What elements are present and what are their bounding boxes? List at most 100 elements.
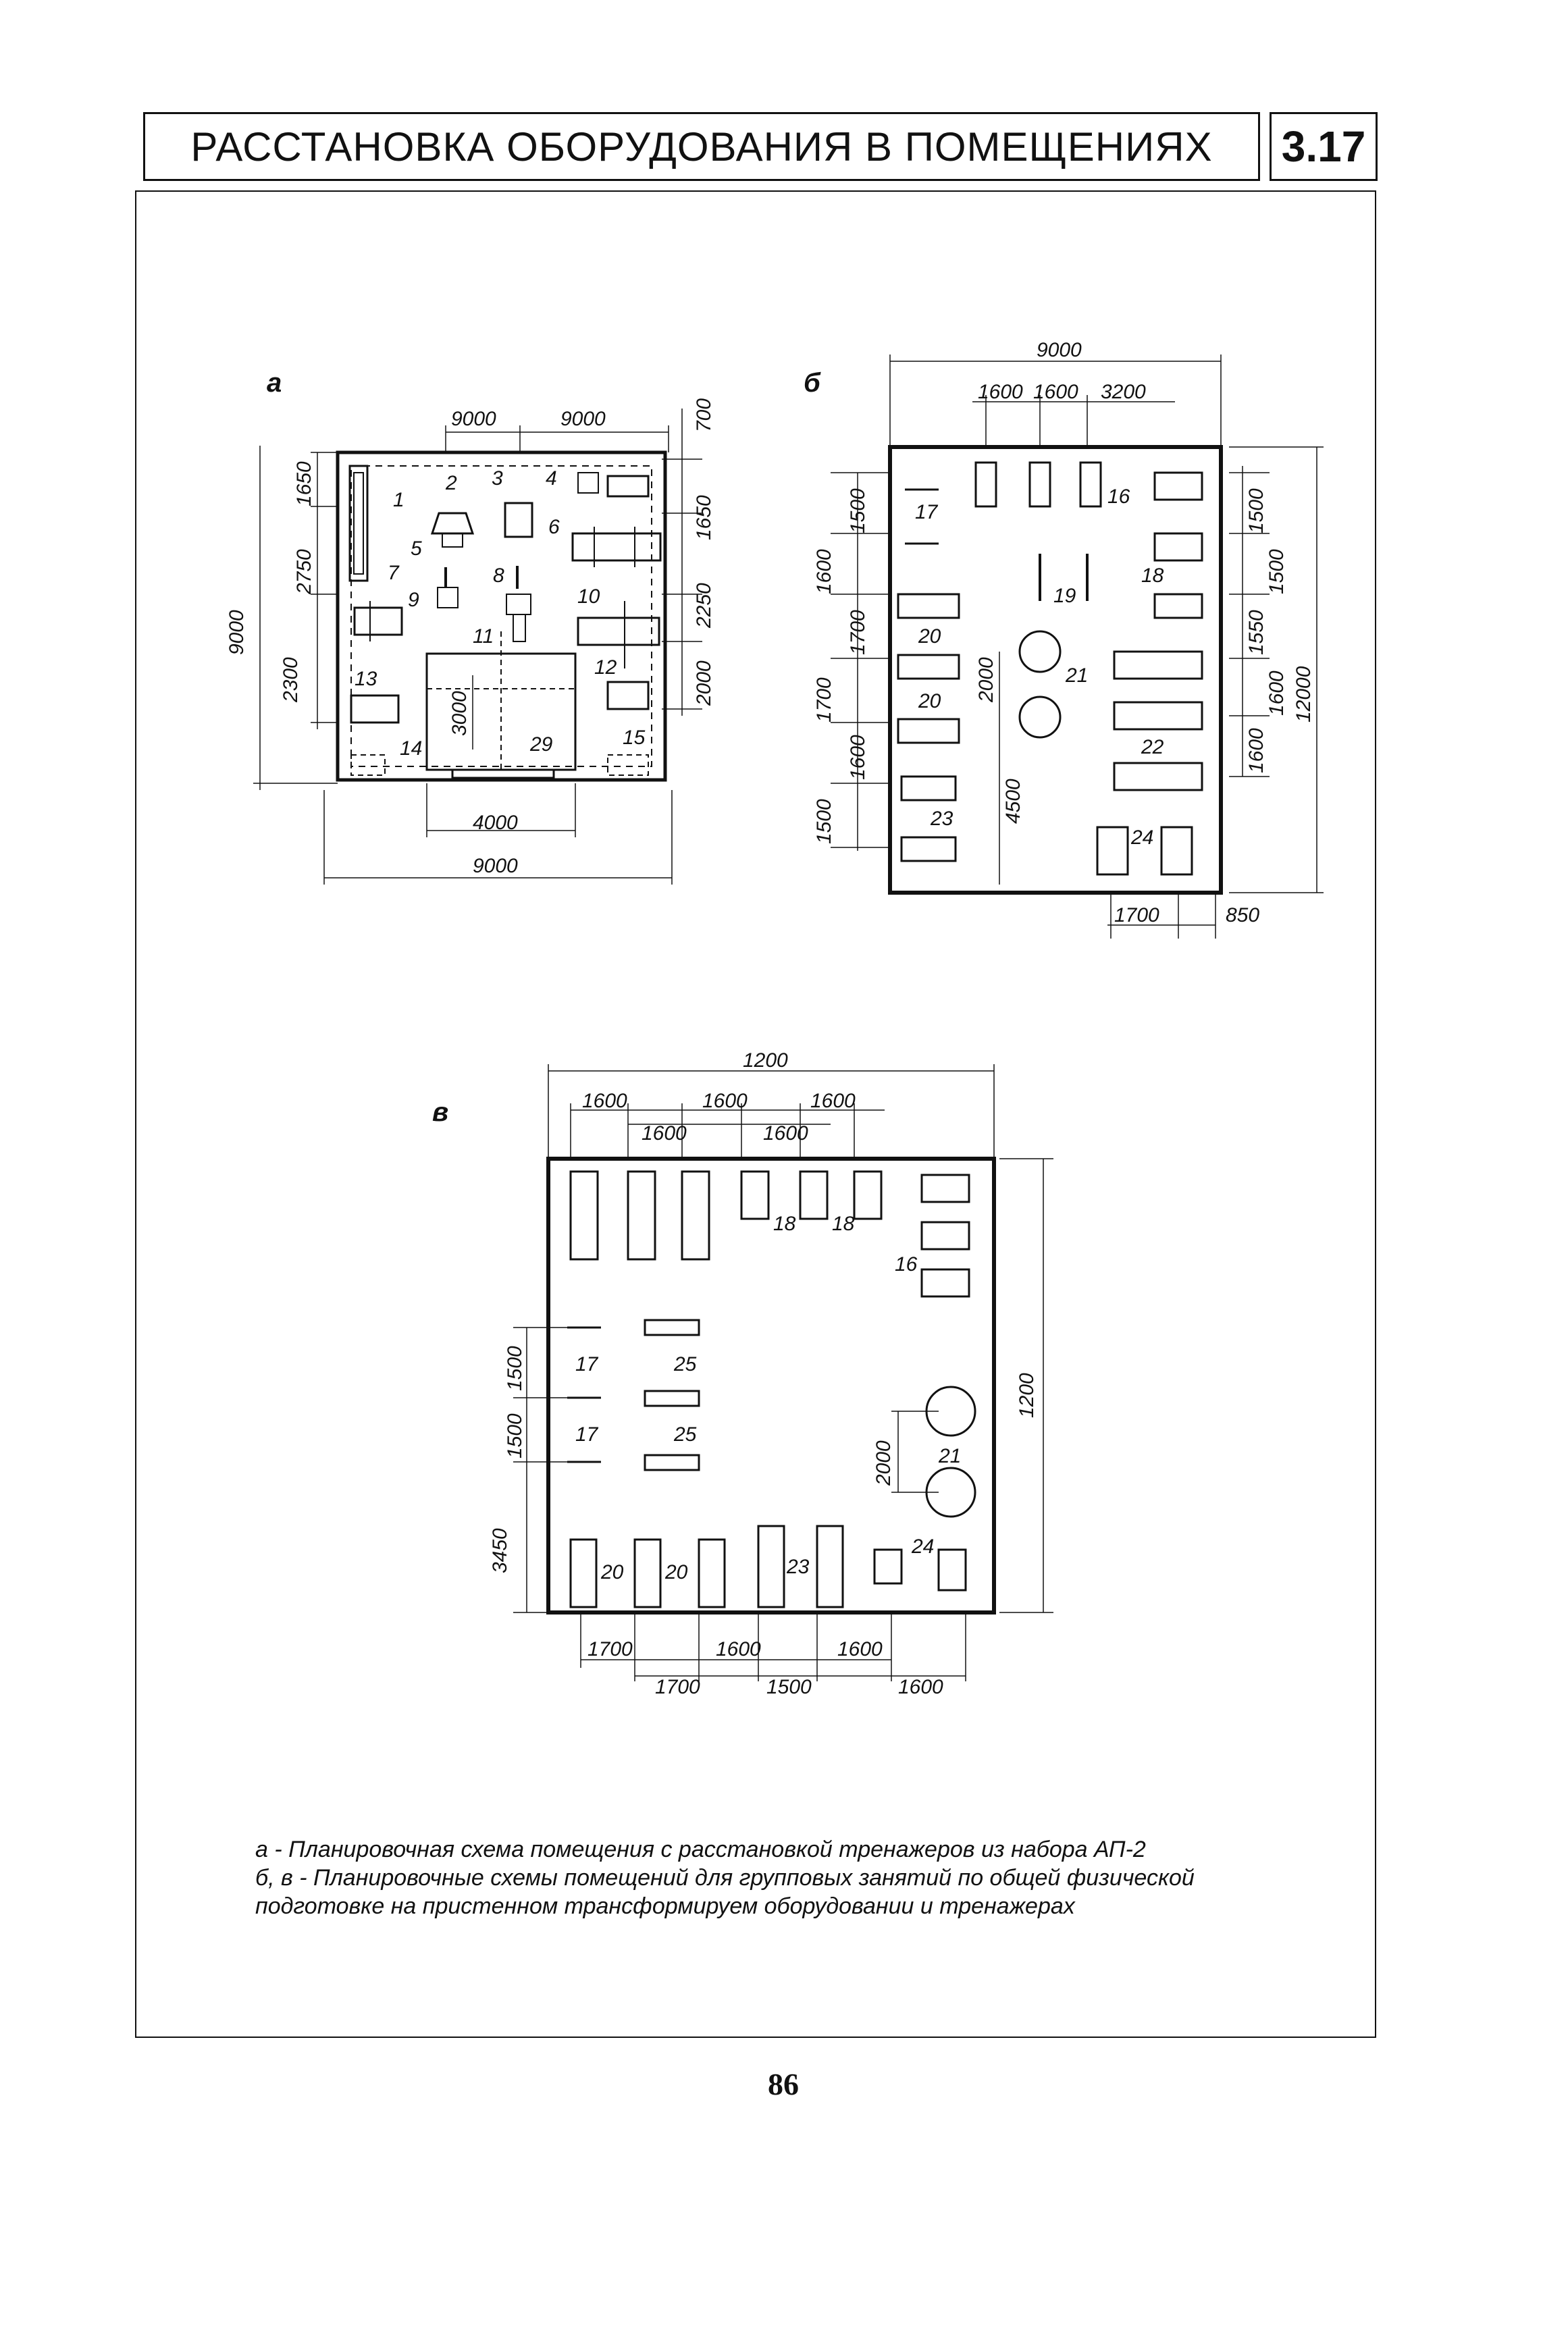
plan-a-dim-bottom-1: 4000 xyxy=(473,812,518,834)
plan-v-room xyxy=(546,1157,996,1614)
plan-v-label-23: 23 xyxy=(786,1556,810,1578)
plan-v-dim-bottom-4: 1700 xyxy=(655,1676,700,1698)
plan-a-dim-top-1: 9000 xyxy=(451,408,496,430)
plan-b-dim-right-2: 1500 xyxy=(1265,549,1288,594)
plan-b-label-16: 16 xyxy=(1107,485,1130,508)
plan-v-label-20b: 20 xyxy=(664,1561,688,1583)
plan-a-label-9: 9 xyxy=(408,589,419,611)
caption-line-3: подготовке на пристенном трансформируем … xyxy=(255,1893,1075,1919)
plan-a-label-11: 11 xyxy=(473,625,494,648)
plan-a-label-2: 2 xyxy=(445,472,457,494)
plan-v-dim-bottom-6: 1600 xyxy=(898,1676,943,1698)
plan-v-dim-left-3: 3450 xyxy=(489,1528,511,1573)
plan-v-letter: в xyxy=(432,1097,448,1127)
plan-v-label-18a: 18 xyxy=(773,1213,796,1235)
plan-v-dim-left-2: 1500 xyxy=(504,1413,526,1459)
plan-v-dim-right: 1200 xyxy=(1016,1373,1038,1418)
plan-b-label-20a: 20 xyxy=(918,625,941,648)
plan-b-dim-top-3: 3200 xyxy=(1101,381,1146,403)
plan-a-room xyxy=(336,450,667,782)
plan-b-dim-right-3: 1550 xyxy=(1245,610,1268,655)
plan-a-dim-bottom-2: 9000 xyxy=(473,855,518,877)
plan-b-label-20b: 20 xyxy=(918,690,941,712)
plan-v-label-16: 16 xyxy=(895,1253,918,1276)
plan-b-dim-left-1: 1500 xyxy=(847,488,869,533)
plan-v-label-25a: 25 xyxy=(673,1353,697,1375)
plan-b-label-21: 21 xyxy=(1065,664,1088,687)
plan-a-dim-top-3: 700 xyxy=(693,398,715,432)
plan-b-dim-inner-1: 2000 xyxy=(975,657,997,703)
plan-a-dim-inner: 3000 xyxy=(448,691,471,736)
plan-v-label-24: 24 xyxy=(911,1535,934,1558)
plan-a-label-8: 8 xyxy=(493,564,504,587)
plan-a-dim-left-3: 2300 xyxy=(280,657,302,703)
plan-v-dim-top-total: 1200 xyxy=(743,1049,788,1072)
page-number: 86 xyxy=(768,2067,799,2101)
plan-b-dim-right-total: 12000 xyxy=(1292,666,1315,723)
plan-b-dim-right-5: 1600 xyxy=(1245,728,1268,773)
plan-b-room xyxy=(888,445,1223,895)
plan-b-letter: б xyxy=(804,368,821,398)
plan-a-label-5: 5 xyxy=(411,537,422,560)
plan-a-dim-top-2: 9000 xyxy=(560,408,606,430)
plan-v-dim-top-5: 1600 xyxy=(763,1122,808,1145)
plan-v-label-21: 21 xyxy=(938,1445,961,1467)
plan-a-label-10: 10 xyxy=(577,585,600,608)
plan-b-dim-left-6: 1500 xyxy=(813,799,835,844)
plan-v: в xyxy=(432,1049,1053,1698)
figure-caption: а - Планировочная схема помещения с расс… xyxy=(255,1835,1349,1920)
plan-v-dim-left-1: 1500 xyxy=(504,1346,526,1391)
section-number: 3.17 xyxy=(1270,112,1378,181)
plan-b-dim-inner-2: 4500 xyxy=(1002,779,1024,824)
plan-v-label-25b: 25 xyxy=(673,1423,697,1446)
plan-b-dim-right-4: 1600 xyxy=(1265,671,1288,716)
plan-b-label-18: 18 xyxy=(1141,564,1164,587)
plan-v-label-17b: 17 xyxy=(575,1423,599,1446)
plan-b: б xyxy=(804,339,1324,939)
plan-b-dim-bottom-1: 1700 xyxy=(1114,904,1159,926)
plan-v-dim-inner: 2000 xyxy=(872,1440,895,1486)
plan-b-label-22: 22 xyxy=(1141,736,1164,758)
plan-a-dim-right-1: 1650 xyxy=(693,495,715,540)
caption-line-2: б, в - Планировочные схемы помещений для… xyxy=(255,1865,1195,1891)
plan-b-dim-top-2: 1600 xyxy=(1033,381,1078,403)
plan-a-dim-right-3: 2000 xyxy=(693,660,715,706)
plan-v-dim-top-2: 1600 xyxy=(702,1090,748,1112)
plan-b-dim-bottom-2: 850 xyxy=(1226,904,1259,926)
plan-v-dim-top-3: 1600 xyxy=(810,1090,856,1112)
plan-b-label-17: 17 xyxy=(915,501,939,523)
plan-b-dim-left-3: 1700 xyxy=(847,610,869,655)
plan-b-label-23: 23 xyxy=(930,808,953,830)
plan-b-dim-top-total: 9000 xyxy=(1037,339,1082,361)
content-frame xyxy=(135,190,1376,2038)
plan-a: а xyxy=(226,368,715,885)
plan-b-dim-right-1: 1500 xyxy=(1245,488,1268,533)
plan-b-label-24: 24 xyxy=(1130,826,1153,849)
plan-a-label-29: 29 xyxy=(529,733,553,756)
caption-line-1: а - Планировочная схема помещения с расс… xyxy=(255,1837,1146,1862)
plan-a-dim-left-2: 2750 xyxy=(293,549,315,595)
plan-a-dim-left-total: 9000 xyxy=(226,610,248,655)
plan-a-label-6: 6 xyxy=(548,516,560,538)
plan-a-label-3: 3 xyxy=(492,467,503,490)
plan-a-label-12: 12 xyxy=(594,656,617,679)
plan-b-dim-left-4: 1700 xyxy=(813,677,835,723)
plan-b-dim-left-2: 1600 xyxy=(813,549,835,594)
plan-v-label-17a: 17 xyxy=(575,1353,599,1375)
plan-v-label-20a: 20 xyxy=(600,1561,624,1583)
page-title: РАССТАНОВКА ОБОРУДОВАНИЯ В ПОМЕЩЕНИЯХ xyxy=(143,112,1260,181)
plan-a-label-13: 13 xyxy=(355,668,377,690)
plan-v-dim-top-1: 1600 xyxy=(582,1090,627,1112)
plan-a-label-4: 4 xyxy=(546,467,557,490)
plan-v-dim-bottom-1: 1700 xyxy=(587,1638,633,1660)
plan-a-label-7: 7 xyxy=(388,562,400,584)
plan-b-label-19: 19 xyxy=(1053,585,1076,607)
plan-b-dim-top-1: 1600 xyxy=(978,381,1023,403)
plan-v-dim-top-4: 1600 xyxy=(642,1122,687,1145)
plan-a-letter: а xyxy=(267,368,282,398)
plan-a-label-1: 1 xyxy=(393,489,404,511)
plan-v-dim-bottom-2: 1600 xyxy=(716,1638,761,1660)
plan-b-dim-left-5: 1600 xyxy=(847,735,869,780)
plan-a-dim-left-1: 1650 xyxy=(293,461,315,506)
